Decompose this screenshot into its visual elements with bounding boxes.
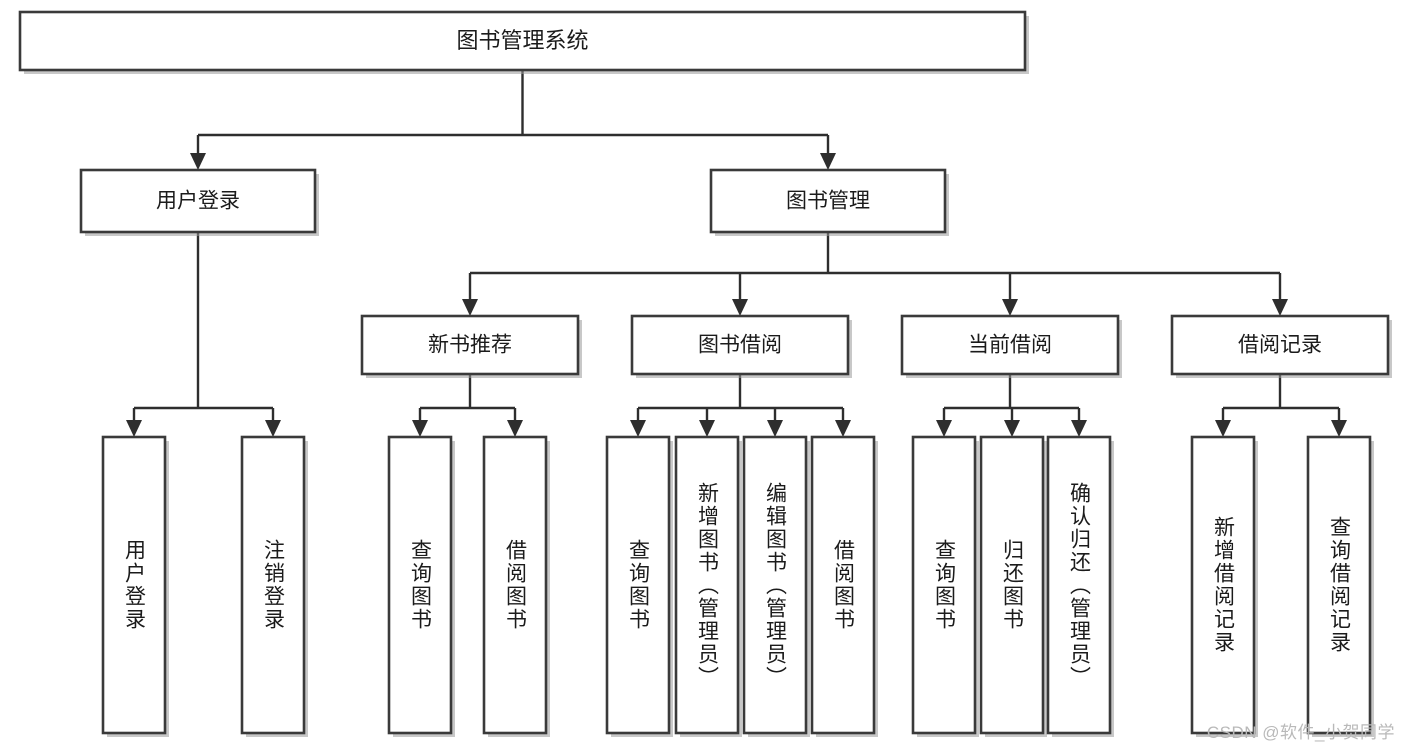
node-box-cb-query-book[interactable] (911, 435, 977, 735)
arrow-head-icon (126, 420, 142, 437)
node-box-bb-query-book[interactable] (605, 435, 671, 735)
node-label-borrow-record: 借阅记录 (1238, 334, 1322, 357)
node-box-cb-confirm-return[interactable] (1046, 435, 1112, 735)
arrow-head-icon (1071, 420, 1087, 437)
node-box-br-add-record[interactable] (1190, 435, 1256, 735)
arrow-head-icon (1331, 420, 1347, 437)
node-box-bb-borrow-book[interactable] (810, 435, 876, 735)
node-box-book-borrow[interactable] (630, 314, 850, 376)
boxes-layer (18, 10, 1392, 737)
node-box-user-login-do[interactable] (101, 435, 167, 735)
node-box-borrow-record[interactable] (1170, 314, 1390, 376)
node-box-root[interactable] (18, 10, 1027, 72)
watermark: CSDN @软件_小贺同学 (1206, 723, 1395, 742)
node-box-user-logout[interactable] (240, 435, 306, 735)
arrow-head-icon (699, 420, 715, 437)
arrow-head-icon (820, 153, 836, 170)
node-label-book-borrow: 图书借阅 (698, 334, 782, 357)
arrow-head-icon (1002, 299, 1018, 316)
node-box-br-query-record[interactable] (1306, 435, 1372, 735)
node-box-cb-return-book[interactable] (979, 435, 1045, 735)
node-label-current-borrow: 当前借阅 (968, 334, 1052, 357)
node-box-bb-edit-book[interactable] (742, 435, 808, 735)
node-box-user-login[interactable] (79, 168, 317, 234)
node-label-book-manage: 图书管理 (786, 190, 870, 213)
arrow-head-icon (507, 420, 523, 437)
node-box-nb-query-book[interactable] (387, 435, 453, 735)
node-box-new-book-recommend[interactable] (360, 314, 580, 376)
node-box-book-manage[interactable] (709, 168, 947, 234)
edges-layer (126, 70, 1347, 437)
node-box-nb-borrow-book[interactable] (482, 435, 548, 735)
node-box-current-borrow[interactable] (900, 314, 1120, 376)
node-label-user-login: 用户登录 (156, 190, 240, 213)
arrow-head-icon (835, 420, 851, 437)
arrow-head-icon (190, 153, 206, 170)
arrow-head-icon (412, 420, 428, 437)
node-label-new-book-recommend: 新书推荐 (428, 334, 512, 357)
arrow-head-icon (732, 299, 748, 316)
arrow-head-icon (630, 420, 646, 437)
arrow-head-icon (767, 420, 783, 437)
arrow-head-icon (265, 420, 281, 437)
arrow-head-icon (1215, 420, 1231, 437)
arrow-head-icon (1272, 299, 1288, 316)
arrow-head-icon (936, 420, 952, 437)
node-label-root: 图书管理系统 (456, 28, 588, 53)
arrow-head-icon (462, 299, 478, 316)
arrow-head-icon (1004, 420, 1020, 437)
node-box-bb-add-book[interactable] (674, 435, 740, 735)
